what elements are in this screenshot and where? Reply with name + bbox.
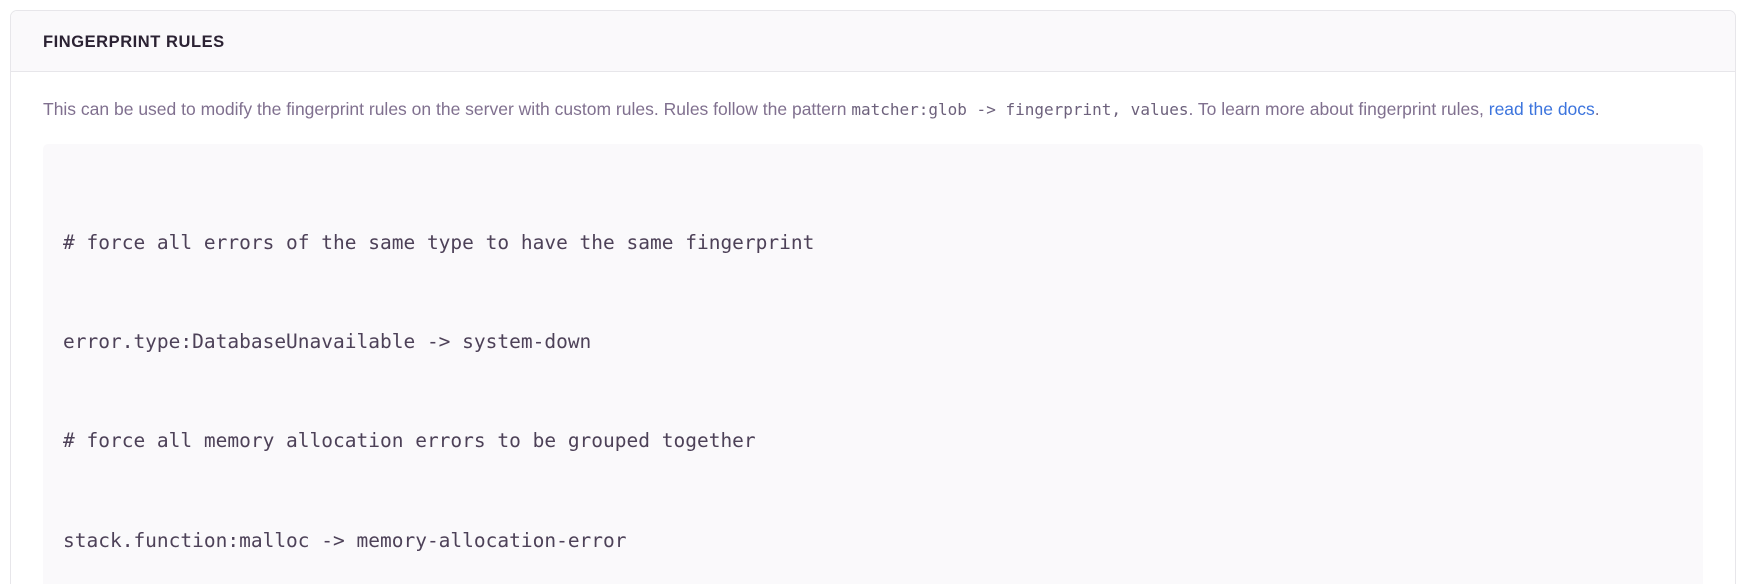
inline-code-pattern: matcher:glob -> fingerprint, values <box>851 100 1189 120</box>
code-example-line: stack.function:malloc -> memory-allocati… <box>63 528 627 552</box>
page-title: FINGERPRINT RULES <box>43 33 225 51</box>
fingerprint-rules-panel: FINGERPRINT RULES This can be used to mo… <box>10 10 1736 584</box>
description-text-part-2: . To learn more about fingerprint rules, <box>1188 99 1484 120</box>
read-the-docs-link[interactable]: read the docs <box>1488 99 1595 120</box>
panel-description: This can be used to modify the fingerpri… <box>43 94 1603 124</box>
code-example-line: # force all memory allocation errors to … <box>63 429 756 453</box>
description-text-part-3: . <box>1594 99 1600 120</box>
code-example-line: # force all errors of the same type to h… <box>63 230 815 254</box>
panel-body: This can be used to modify the fingerpri… <box>11 72 1735 584</box>
panel-header: FINGERPRINT RULES <box>11 11 1735 73</box>
description-text-part-1: This can be used to modify the fingerpri… <box>43 99 847 120</box>
code-example-line: error.type:DatabaseUnavailable -> system… <box>63 329 592 353</box>
code-example-block: # force all errors of the same type to h… <box>43 144 1703 584</box>
